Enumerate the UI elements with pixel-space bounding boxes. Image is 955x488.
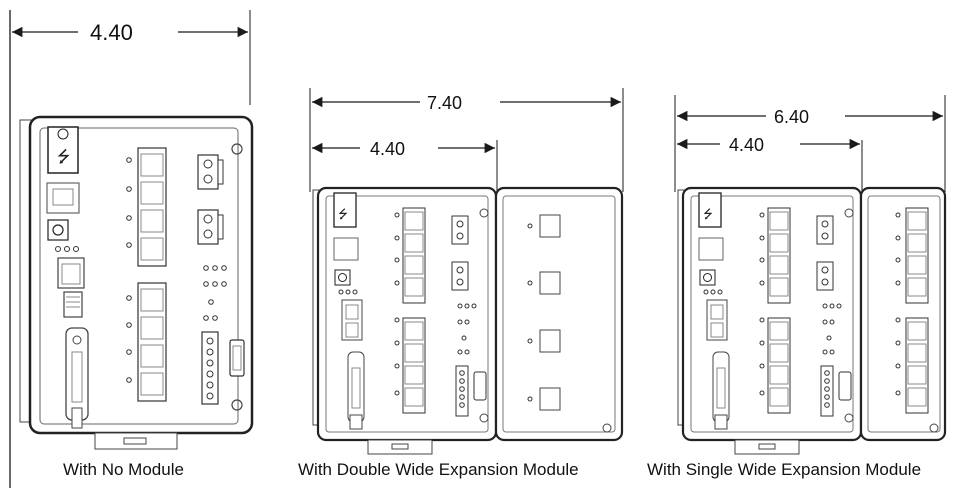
dimension-label: 4.40 <box>729 135 764 155</box>
terminal-block-icon <box>197 209 224 245</box>
expansion-module-double <box>494 186 624 442</box>
rj45-port-icon <box>46 182 80 214</box>
caption-double-wide: With Double Wide Expansion Module <box>298 460 579 479</box>
sfp-port-icon <box>706 299 728 341</box>
ground-screw-icon <box>479 413 489 423</box>
ground-screw-icon <box>231 143 243 155</box>
usb-icon: ⭍ <box>333 192 357 228</box>
led-indicator-icon <box>457 303 477 355</box>
led-indicator-icon <box>126 157 132 383</box>
double-wide-figure: 7.40 4.40 ⭍ <box>309 88 624 455</box>
mounting-tab-slot <box>391 443 409 450</box>
serial-connector-icon <box>229 339 245 377</box>
rj45-port-icon <box>767 207 791 304</box>
svg-text:⭍: ⭍ <box>57 147 70 166</box>
rj45-port-icon <box>539 214 561 411</box>
front-panel <box>325 195 489 433</box>
caption-single-wide: With Single Wide Expansion Module <box>647 460 922 479</box>
led-indicator-icon <box>703 289 723 295</box>
led-indicator-icon <box>394 212 400 396</box>
rj45-port-icon <box>137 147 167 267</box>
led-indicator-icon <box>338 289 358 295</box>
led-indicator-icon <box>203 265 227 321</box>
mounting-tab <box>94 432 178 450</box>
mounting-tab-slot <box>123 437 147 445</box>
usb-icon: ⭍ <box>47 126 79 174</box>
terminal-block-icon <box>455 365 469 417</box>
front-panel <box>690 195 854 433</box>
svg-text:⭍: ⭍ <box>703 207 713 221</box>
ground-screw-icon <box>844 413 854 423</box>
svg-text:⭍: ⭍ <box>338 207 348 221</box>
ground-screw-icon <box>844 208 854 218</box>
expansion-module-single <box>859 186 947 442</box>
led-indicator-icon <box>822 303 842 355</box>
terminal-block-icon <box>816 261 834 291</box>
rj45-port-icon <box>137 282 167 402</box>
rj45-port-icon <box>333 237 359 261</box>
mounting-tab <box>367 439 433 455</box>
serial-connector-icon <box>347 351 365 430</box>
dimension-label: 6.40 <box>774 107 809 127</box>
terminal-block-icon <box>201 331 219 405</box>
ground-screw-icon <box>929 423 939 433</box>
led-indicator-icon <box>55 246 79 252</box>
dimension-label: 4.40 <box>90 20 133 45</box>
dimension-label: 7.40 <box>427 93 462 113</box>
terminal-block-icon <box>451 261 469 291</box>
serial-connector-icon <box>838 371 852 401</box>
usb-icon: ⭍ <box>698 192 722 228</box>
rj45-port-icon <box>402 207 426 304</box>
rj45-port-icon <box>905 317 929 414</box>
terminal-block-icon <box>197 154 224 190</box>
rj45-port-icon <box>905 207 929 304</box>
mounting-tab <box>734 439 800 455</box>
rj45-port-icon <box>698 237 724 261</box>
terminal-block-icon <box>820 365 834 417</box>
serial-connector-icon <box>65 327 89 429</box>
expansion-panel <box>867 195 941 433</box>
single-wide-figure: 6.40 4.40 ⭍ <box>674 95 947 455</box>
ground-screw-icon <box>479 208 489 218</box>
ground-screw-icon <box>699 269 716 286</box>
serial-connector-icon <box>712 351 730 430</box>
expansion-panel <box>502 195 616 433</box>
caption-no-module: With No Module <box>63 460 184 479</box>
led-indicator-icon <box>895 212 901 396</box>
rj45-port-icon <box>767 317 791 414</box>
serial-connector-icon <box>473 371 487 401</box>
terminal-block-icon <box>816 215 834 245</box>
sfp-port-icon <box>341 299 363 341</box>
ground-screw-icon <box>231 399 243 411</box>
ground-screw-icon <box>334 269 351 286</box>
front-panel <box>39 127 239 425</box>
no-module-figure: 4.40 ⭍ <box>9 10 254 488</box>
terminal-block-icon <box>451 215 469 245</box>
dimension-label: 4.40 <box>370 139 405 159</box>
ground-screw-icon <box>47 219 69 241</box>
led-indicator-icon <box>759 212 765 396</box>
led-indicator-icon <box>527 223 533 402</box>
mounting-tab-slot <box>758 443 776 450</box>
ground-screw-icon <box>602 423 612 433</box>
sfp-port-icon <box>57 257 85 318</box>
rj45-port-icon <box>402 317 426 414</box>
